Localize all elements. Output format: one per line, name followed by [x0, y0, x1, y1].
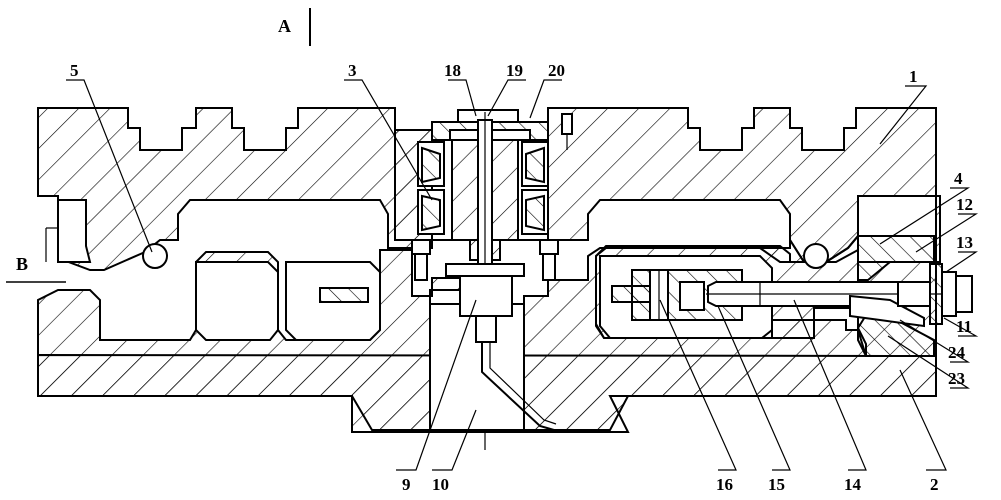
bolt-head-11 [955, 275, 973, 313]
cap-screw [561, 113, 573, 135]
sensor-cable-2 [489, 342, 557, 425]
clamp-12 [857, 235, 935, 281]
label-5: 5 [70, 61, 79, 80]
piston-head [679, 281, 705, 311]
label-18: 18 [444, 61, 461, 80]
label-20: 20 [548, 61, 565, 80]
left-pocket-1 [195, 261, 279, 341]
label-15: 15 [768, 475, 785, 494]
label-2: 2 [930, 475, 939, 494]
label-13: 13 [956, 233, 973, 252]
label-24: 24 [948, 343, 966, 362]
bearing-bolts [411, 239, 559, 281]
label-14: 14 [844, 475, 862, 494]
sensor-cable [481, 342, 555, 431]
label-3: 3 [348, 61, 357, 80]
small-slot [319, 287, 369, 303]
wedge-24 [849, 294, 925, 328]
bolt-body [897, 281, 931, 307]
label-16: 16 [716, 475, 733, 494]
label-12: 12 [956, 195, 973, 214]
left-ball [142, 243, 168, 269]
upper-table-right [547, 107, 937, 263]
sensor-stem [475, 315, 497, 343]
label-23: 23 [948, 369, 965, 388]
label-10: 10 [432, 475, 449, 494]
right-ball [803, 243, 829, 269]
label-1: 1 [909, 67, 918, 86]
label-4: 4 [954, 169, 963, 188]
leader-lines [66, 79, 979, 471]
right-bearing [521, 141, 549, 235]
label-19: 19 [506, 61, 523, 80]
nut-13b [941, 271, 957, 317]
upper-table [37, 107, 433, 271]
lower-base-right [523, 233, 937, 431]
section-a-label: A [278, 16, 291, 36]
left-bearing [417, 141, 445, 235]
label-11: 11 [956, 317, 972, 336]
part-labels: 1 3 5 18 19 20 4 12 13 11 24 23 2 14 15 … [70, 61, 973, 494]
nut-13 [929, 263, 943, 325]
label-9: 9 [402, 475, 411, 494]
section-b-label: B [16, 254, 28, 274]
piston-stub [611, 285, 651, 303]
sensor-body [459, 275, 513, 317]
left-guide [57, 199, 92, 263]
